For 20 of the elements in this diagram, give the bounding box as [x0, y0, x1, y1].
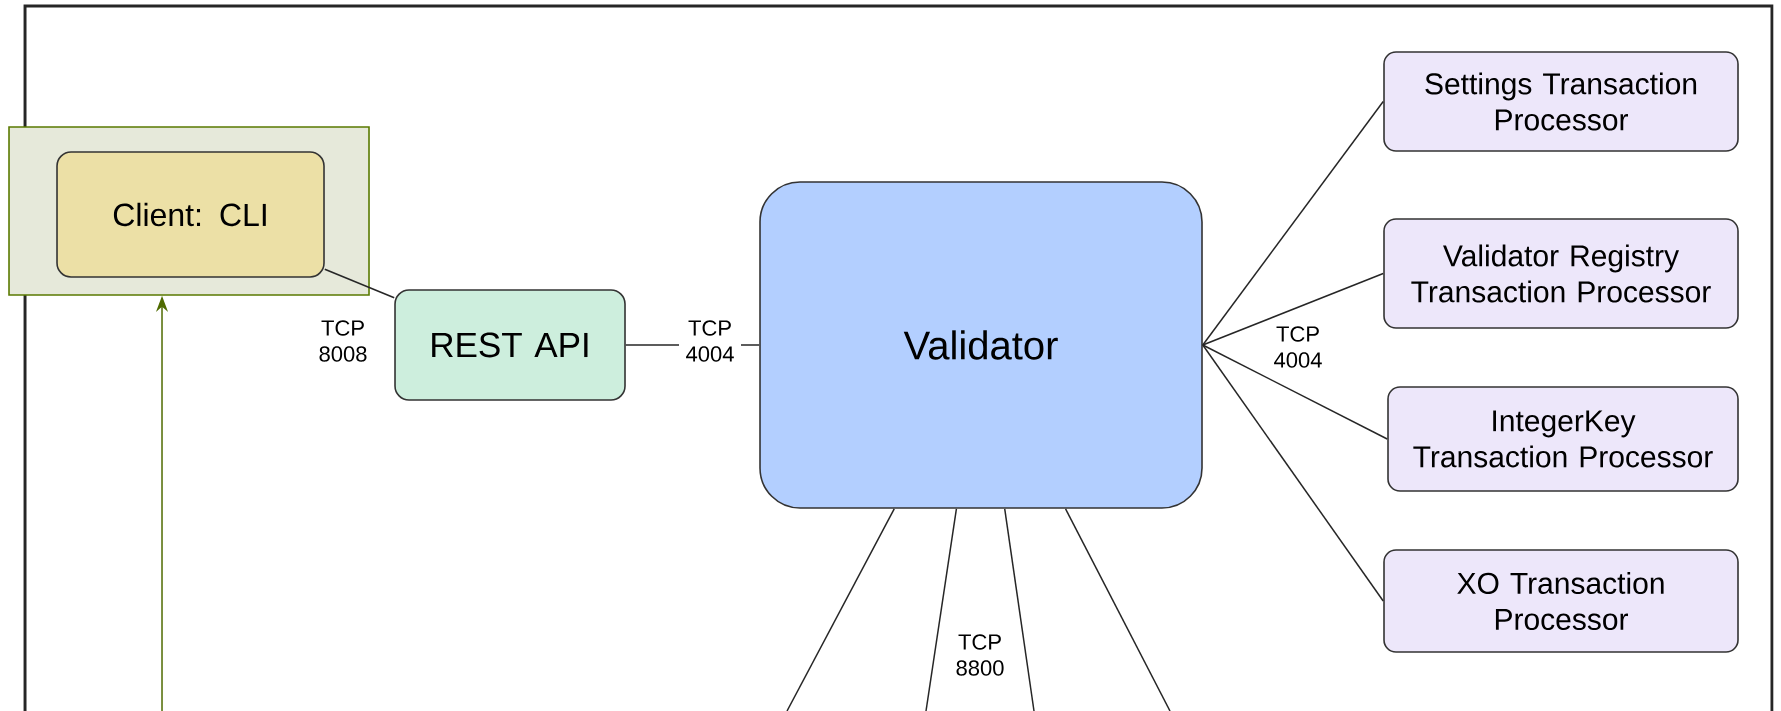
connector-line	[1003, 508, 1035, 711]
port-label: TCP 4004	[1267, 325, 1329, 369]
processor-box: Settings Transaction Processor	[1383, 51, 1739, 152]
edge-label: TCP 8008	[312, 319, 374, 363]
edge-label: TCP 4004	[679, 319, 741, 363]
processor-box: IntegerKey Transaction Processor	[1387, 386, 1739, 492]
connector-line	[1202, 344, 1388, 440]
api-box: REST API	[394, 289, 626, 401]
processor-box: XO Transaction Processor	[1383, 549, 1739, 653]
connector-line	[1202, 100, 1384, 346]
port-label: TCP 8800	[949, 633, 1011, 677]
processor-box: Validator Registry Transaction Processor	[1383, 218, 1739, 329]
connector-line	[1064, 508, 1171, 711]
connector-line	[1202, 344, 1384, 602]
connector-line	[1202, 272, 1384, 346]
client-box: Client: CLI	[56, 151, 325, 278]
connector-line	[324, 268, 395, 299]
connector-line	[925, 508, 958, 711]
validator-box: Validator	[759, 181, 1203, 509]
connector-line	[786, 508, 895, 711]
